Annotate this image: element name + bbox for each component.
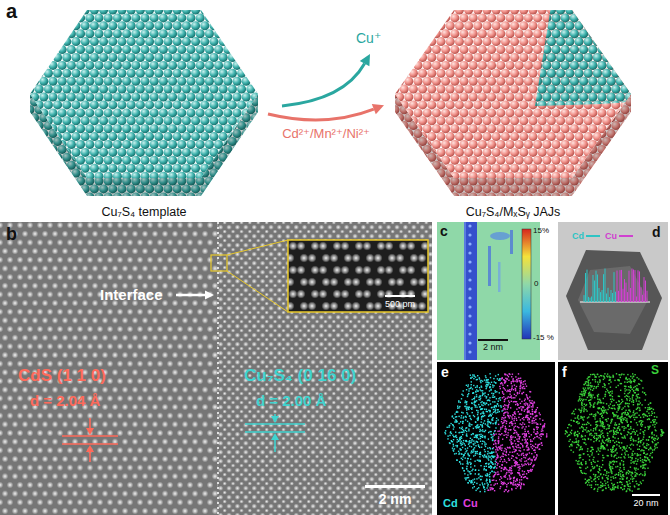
figure: Cu₇S₄ templateCu₇S₄/MₓSᵧ JAJsCd²⁺/Mn²⁺/N… <box>0 0 670 515</box>
